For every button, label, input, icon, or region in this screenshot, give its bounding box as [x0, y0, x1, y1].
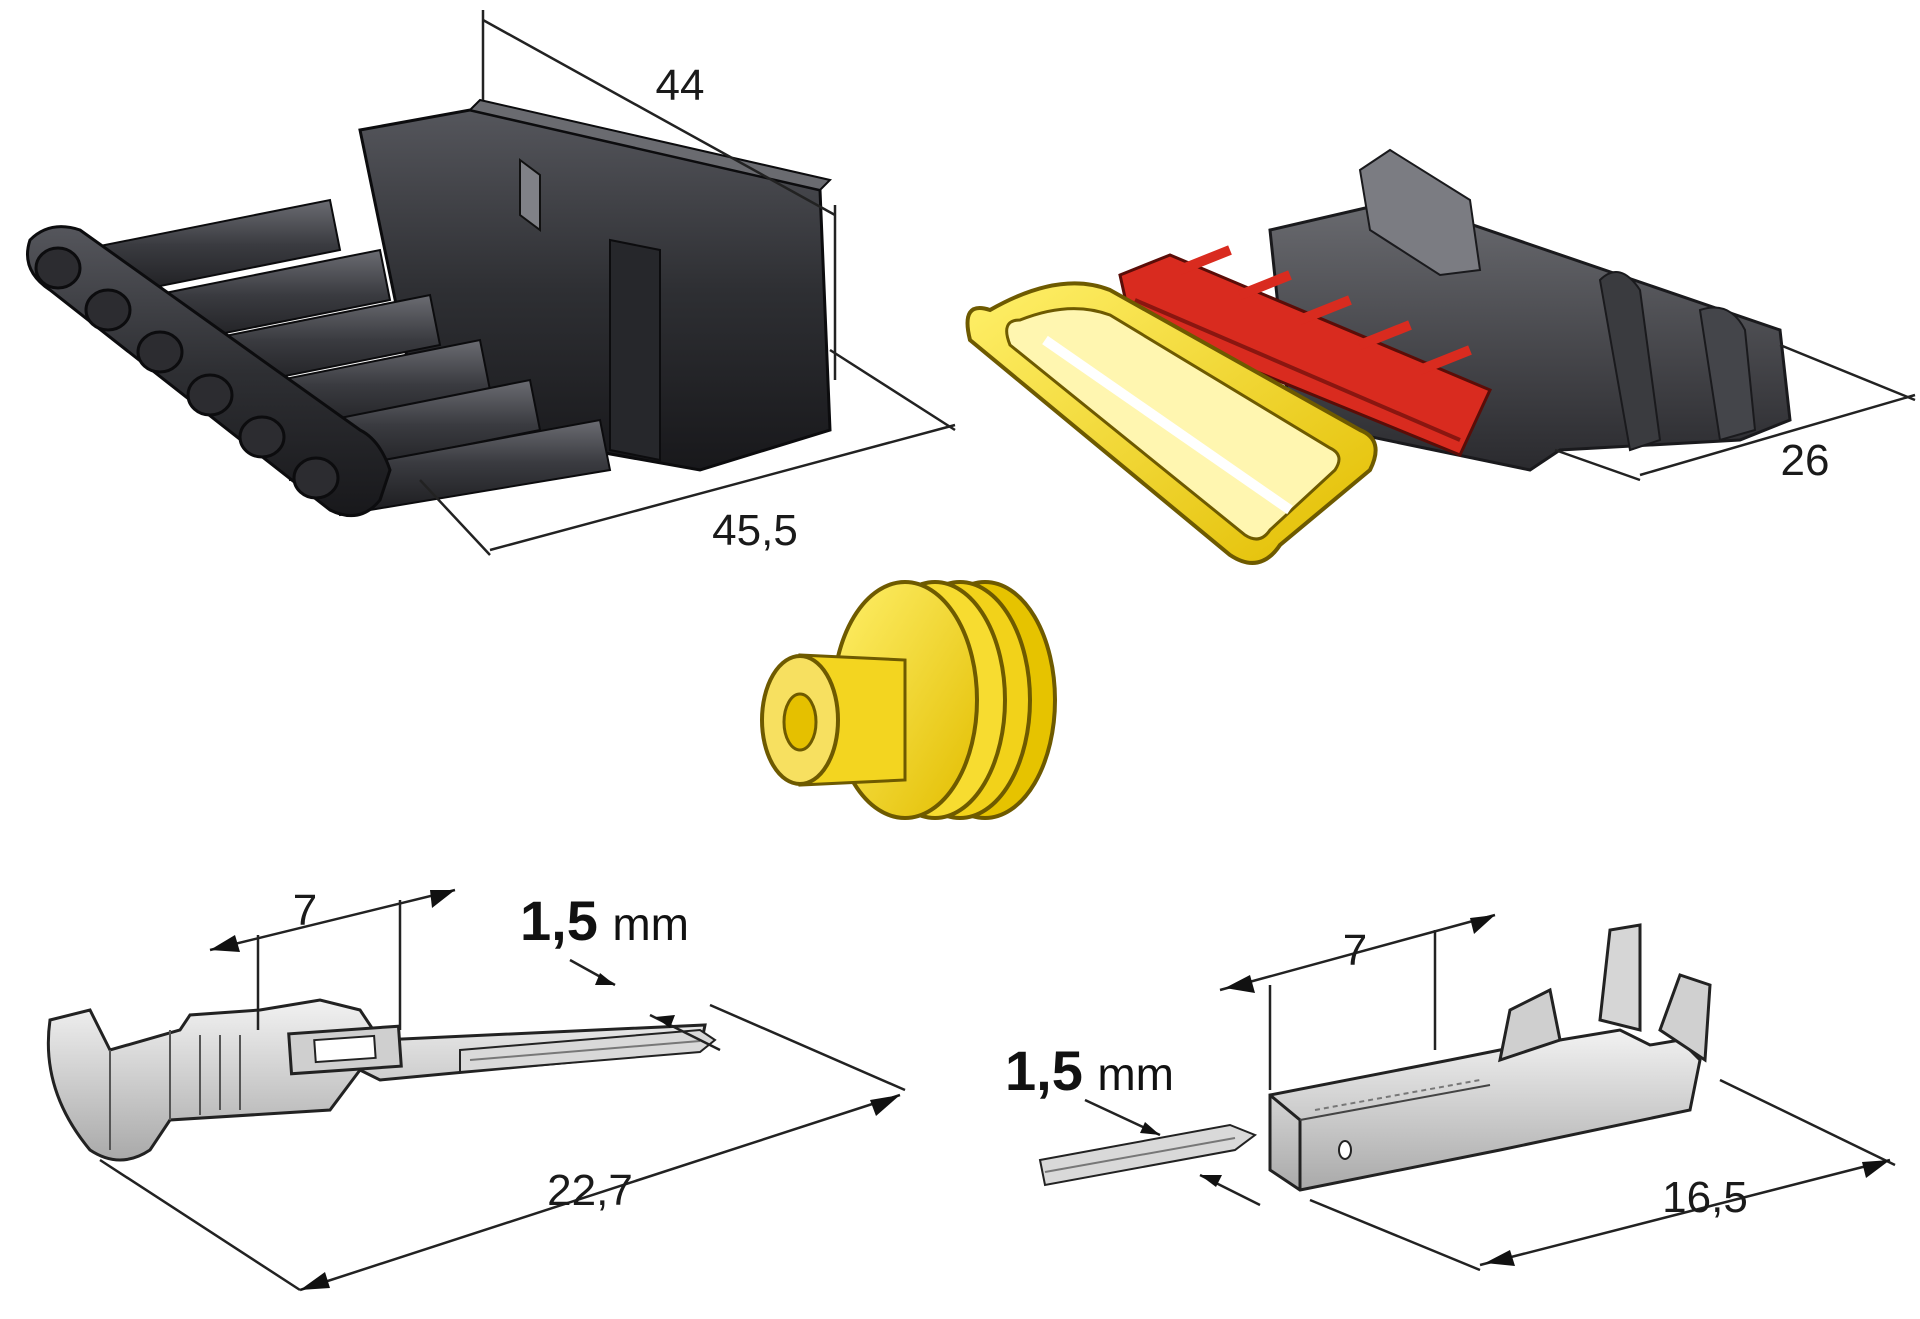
dimension-lines	[99, 10, 1916, 1292]
pin-length-label: 22,7	[547, 1166, 633, 1215]
socket-gauge-label: 1,5 mm	[1005, 1039, 1174, 1102]
plug-housing	[26, 98, 832, 518]
socket-terminal	[1038, 923, 1712, 1192]
wire-seal	[760, 580, 1057, 820]
socket-gauge-value: 1,5	[1005, 1039, 1083, 1102]
socket-width-label: 26	[1781, 436, 1830, 485]
housing-seal	[965, 281, 1378, 565]
socket-gauge-unit: mm	[1097, 1048, 1174, 1100]
pin-gauge-unit: mm	[612, 898, 689, 950]
pin-terminal	[46, 998, 717, 1162]
dimension-labels: 44 45,5 26 7 1,5 mm 22,7 7 1,5 mm 16,5	[293, 61, 1830, 1222]
plug-height-label: 44	[656, 61, 705, 110]
plug-length-label: 45,5	[712, 506, 798, 555]
socket-crimp-label: 7	[1343, 926, 1367, 975]
plug-cavities	[34, 246, 340, 500]
pin-crimp-label: 7	[293, 886, 317, 935]
pin-gauge-value: 1,5	[520, 889, 598, 952]
terminal-lock	[1118, 245, 1493, 457]
pin-gauge-label: 1,5 mm	[520, 889, 689, 952]
socket-length-label: 16,5	[1662, 1173, 1748, 1222]
